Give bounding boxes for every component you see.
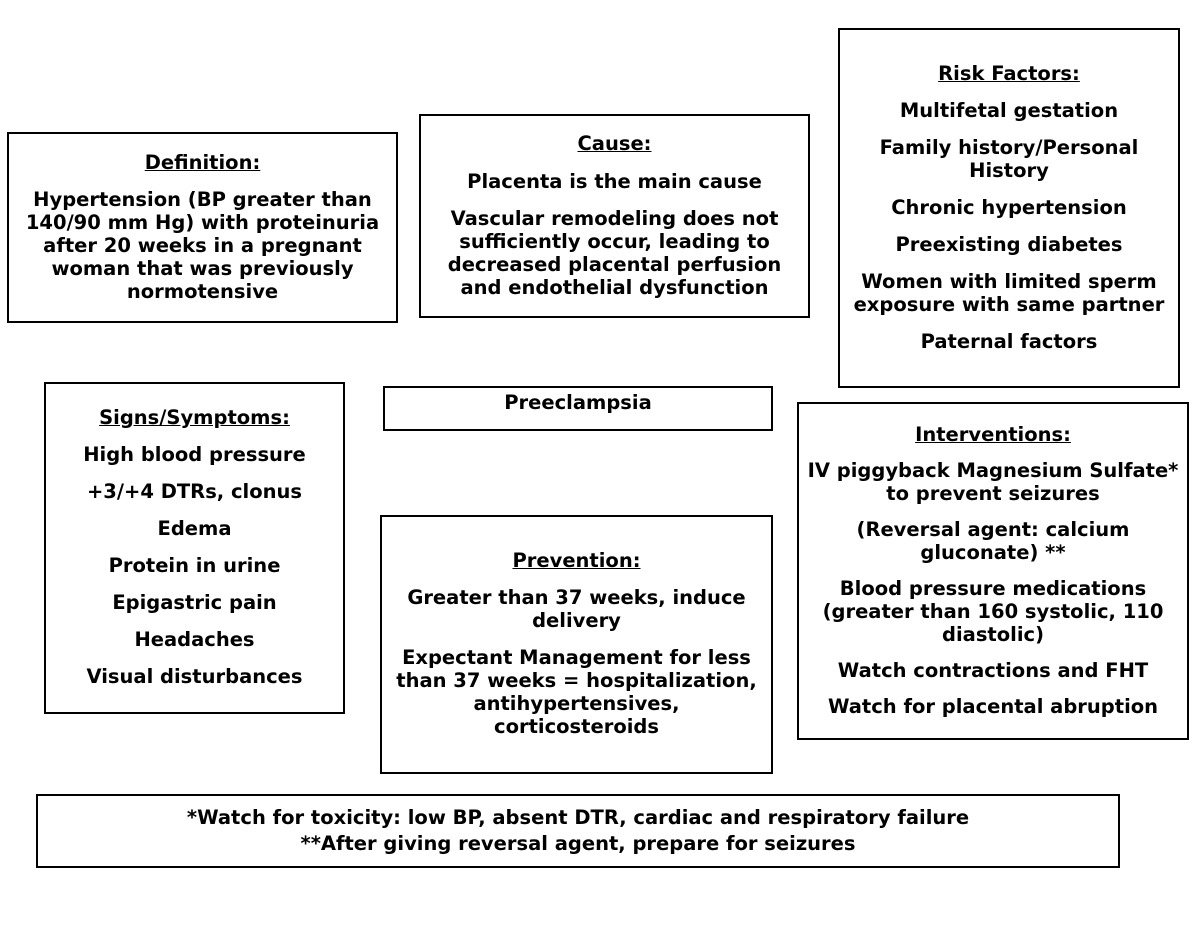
- node-risk-factors-line-3: Preexisting diabetes: [895, 232, 1123, 256]
- node-interventions-line-0: IV piggyback Magnesium Sulfate* to preve…: [807, 458, 1179, 505]
- node-cause-title: Cause:: [577, 131, 652, 155]
- node-interventions-line-3: Watch contractions and FHT: [837, 658, 1149, 682]
- node-interventions-line-2: Blood pressure medications (greater than…: [822, 576, 1164, 646]
- node-risk-factors[interactable]: Risk Factors: Multifetal gestation Famil…: [838, 28, 1180, 388]
- node-risk-factors-line-0: Multifetal gestation: [899, 98, 1119, 122]
- node-preeclampsia-center[interactable]: Preeclampsia: [383, 386, 773, 431]
- node-footnote-line-1: **After giving reversal agent, prepare f…: [300, 832, 856, 855]
- node-prevention-line-0: Greater than 37 weeks, induce delivery: [407, 586, 746, 632]
- node-definition-line-0: Hypertension (BP greater than 140/90 mm …: [25, 188, 380, 303]
- node-interventions[interactable]: Interventions: IV piggyback Magnesium Su…: [797, 402, 1189, 740]
- node-footnote[interactable]: *Watch for toxicity: low BP, absent DTR,…: [36, 794, 1120, 868]
- node-definition-title: Definition:: [144, 151, 261, 174]
- node-footnote-line-0: *Watch for toxicity: low BP, absent DTR,…: [186, 805, 970, 829]
- node-interventions-line-1: (Reversal agent: calcium gluconate) **: [856, 517, 1130, 564]
- node-signs-symptoms-line-0: High blood pressure: [83, 443, 306, 466]
- node-cause-line-1: Vascular remodeling does not sufficientl…: [447, 206, 782, 299]
- node-prevention[interactable]: Prevention: Greater than 37 weeks, induc…: [380, 515, 773, 774]
- node-risk-factors-line-5: Paternal factors: [920, 329, 1098, 353]
- node-signs-symptoms-line-3: Protein in urine: [108, 554, 281, 577]
- node-signs-symptoms-line-5: Headaches: [134, 628, 255, 651]
- node-prevention-title: Prevention:: [512, 549, 641, 572]
- node-signs-symptoms[interactable]: Signs/Symptoms: High blood pressure +3/+…: [44, 382, 345, 714]
- node-signs-symptoms-title: Signs/Symptoms:: [99, 406, 290, 429]
- node-interventions-line-4: Watch for placental abruption: [827, 694, 1159, 718]
- node-cause-line-0: Placenta is the main cause: [467, 169, 762, 193]
- node-risk-factors-line-1: Family history/Personal History: [879, 135, 1139, 182]
- node-cause[interactable]: Cause: Placenta is the main cause Vascul…: [419, 114, 810, 318]
- node-risk-factors-title: Risk Factors:: [938, 61, 1080, 85]
- node-definition[interactable]: Definition: Hypertension (BP greater tha…: [7, 132, 398, 323]
- node-preeclampsia-label: Preeclampsia: [504, 391, 652, 414]
- node-signs-symptoms-line-2: Edema: [157, 517, 232, 540]
- node-prevention-line-1: Expectant Management for less than 37 we…: [396, 646, 757, 738]
- node-signs-symptoms-line-4: Epigastric pain: [112, 591, 277, 614]
- node-interventions-title: Interventions:: [915, 422, 1071, 446]
- node-signs-symptoms-line-1: +3/+4 DTRs, clonus: [86, 480, 303, 503]
- node-risk-factors-line-4: Women with limited sperm exposure with s…: [853, 269, 1165, 316]
- node-risk-factors-line-2: Chronic hypertension: [891, 195, 1127, 219]
- node-signs-symptoms-line-6: Visual disturbances: [86, 665, 303, 688]
